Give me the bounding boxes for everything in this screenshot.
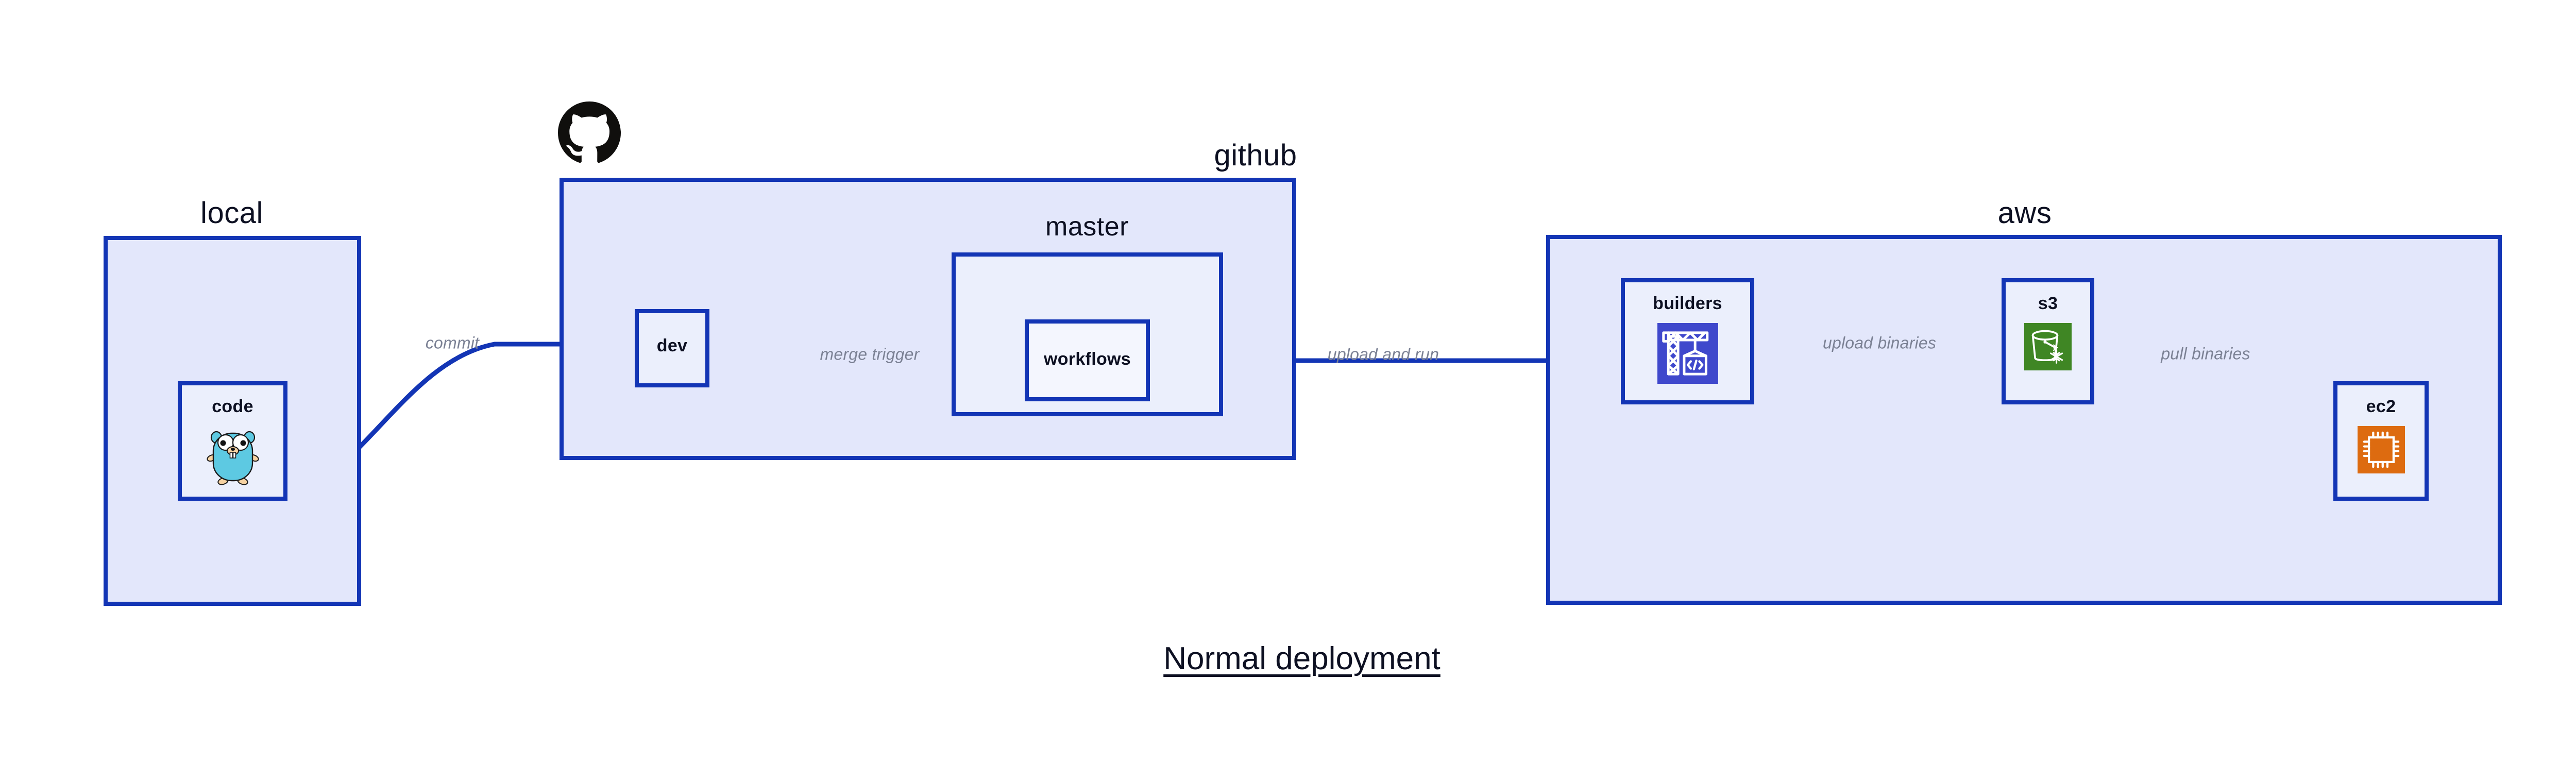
- node-box-ec2[interactable]: ec2: [2333, 381, 2429, 501]
- node-box-s3[interactable]: s3: [2002, 278, 2094, 404]
- node-box-builders[interactable]: builders: [1621, 278, 1754, 404]
- edge-label-upload-binaries: upload binaries: [1822, 333, 1937, 352]
- edge-label-pull-binaries: pull binaries: [2161, 344, 2250, 363]
- node-box-code[interactable]: code: [178, 381, 287, 501]
- edge-label-merge-trigger: merge trigger: [820, 345, 920, 364]
- node-label-code: code: [212, 397, 253, 416]
- page-title: Normal deployment: [1163, 641, 1440, 676]
- node-box-dev[interactable]: dev: [635, 309, 709, 387]
- node-box-workflows[interactable]: workflows: [1025, 319, 1150, 401]
- node-label-s3: s3: [2038, 294, 2058, 313]
- group-label-github: github: [1214, 139, 1297, 172]
- aws-codebuild-icon: [1657, 323, 1718, 384]
- node-label-workflows: workflows: [1044, 349, 1131, 369]
- edge-label-commit: commit: [425, 333, 480, 352]
- github-octocat-logo: [558, 101, 621, 164]
- group-label-master: master: [1045, 212, 1129, 242]
- node-label-ec2: ec2: [2366, 397, 2396, 416]
- group-label-local: local: [200, 196, 263, 230]
- node-label-dev: dev: [656, 336, 688, 355]
- node-label-builders: builders: [1653, 294, 1722, 313]
- go-gopher-icon: [206, 426, 260, 486]
- aws-ec2-icon: [2357, 426, 2405, 473]
- aws-s3-glacier-icon: [2024, 323, 2072, 370]
- group-label-aws: aws: [1997, 196, 2052, 230]
- edge-label-upload-and-run: upload and run: [1327, 345, 1439, 364]
